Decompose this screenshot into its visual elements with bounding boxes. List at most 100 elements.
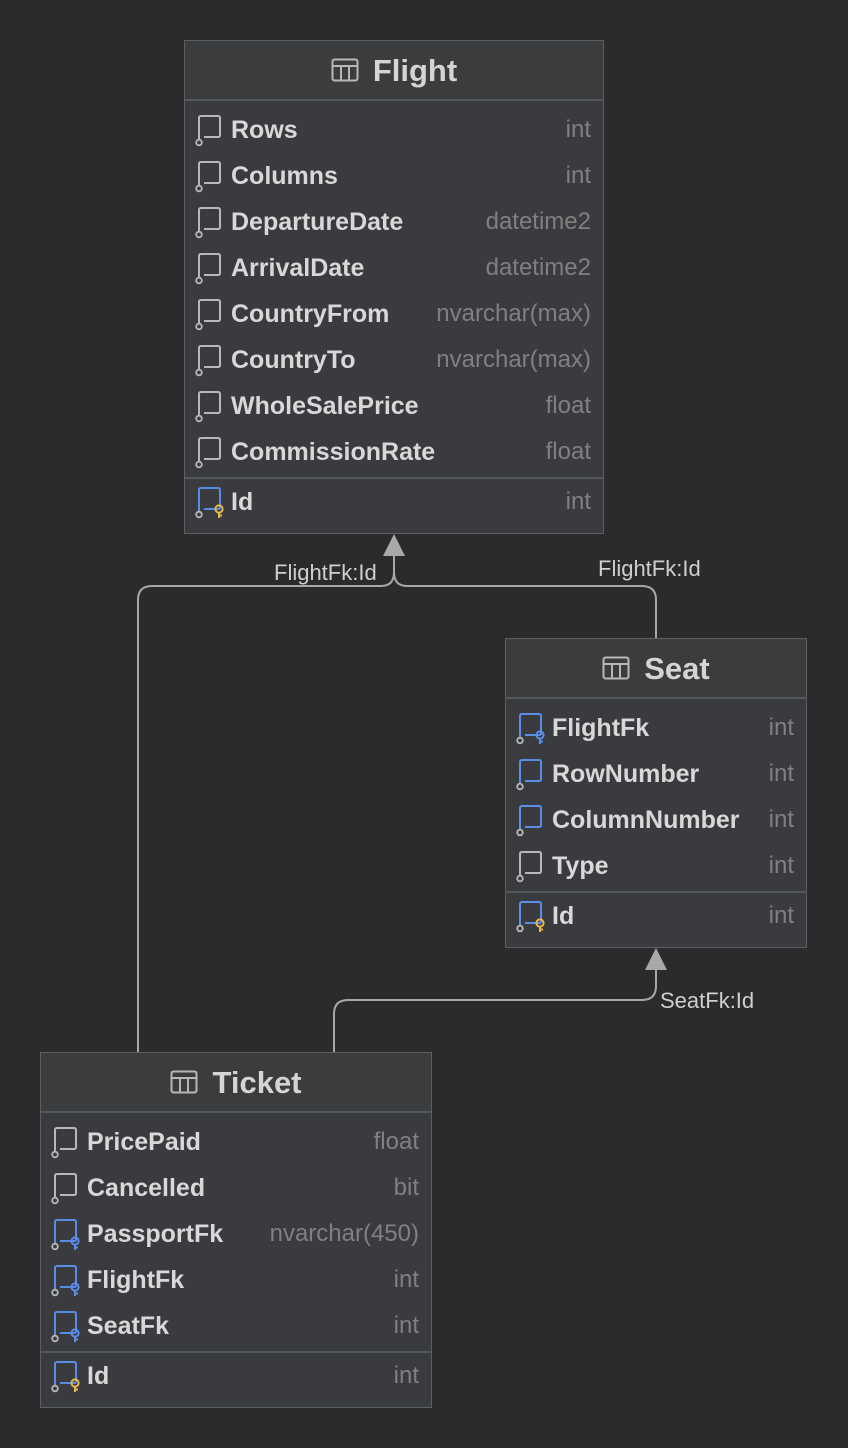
column-icon [193, 205, 225, 239]
primary-key-icon [193, 485, 225, 519]
primary-key-icon [49, 1359, 81, 1393]
field-row[interactable]: FlightFk int [506, 705, 806, 751]
entity-title: Flight [372, 52, 458, 88]
foreign-key-icon [514, 711, 546, 745]
field-name: CommissionRate [231, 437, 436, 466]
field-name: RowNumber [552, 759, 700, 788]
field-type: nvarchar(max) [436, 346, 591, 373]
field-type: int [393, 1312, 419, 1339]
field-type: int [393, 1362, 419, 1389]
field-type: int [768, 852, 794, 879]
field-type: int [768, 806, 794, 833]
relation-label-ticket-seat: SeatFk:Id [660, 988, 754, 1013]
entity-header[interactable]: Ticket [41, 1053, 431, 1113]
primary-key-icon [514, 899, 546, 933]
column-icon [193, 251, 225, 285]
field-row[interactable]: FlightFk int [41, 1257, 431, 1303]
field-name: CountryTo [231, 345, 356, 374]
field-name: PassportFk [87, 1219, 224, 1248]
field-type: int [565, 116, 591, 143]
field-type: int [393, 1266, 419, 1293]
field-name: FlightFk [87, 1265, 185, 1294]
column-icon [49, 1171, 81, 1205]
field-type: bit [393, 1174, 419, 1201]
field-row[interactable]: WholeSalePrice float [185, 383, 603, 429]
field-name: DepartureDate [231, 207, 404, 236]
foreign-key-icon [49, 1309, 81, 1343]
field-name: Id [87, 1361, 110, 1390]
field-type: nvarchar(max) [436, 300, 591, 327]
relation-arrowhead-seat [645, 948, 667, 970]
field-name: Type [552, 851, 609, 880]
entity-title: Seat [644, 650, 710, 686]
field-row[interactable]: SeatFk int [41, 1303, 431, 1349]
field-type: int [565, 488, 591, 515]
column-icon [193, 435, 225, 469]
entity-header[interactable]: Flight [185, 41, 603, 101]
indexed-column-icon [514, 803, 546, 837]
field-name: Columns [231, 161, 338, 190]
field-row[interactable]: Id int [41, 1353, 431, 1399]
foreign-key-icon [49, 1263, 81, 1297]
field-type: float [545, 392, 591, 419]
field-row[interactable]: CommissionRate float [185, 429, 603, 475]
field-name: ArrivalDate [231, 253, 365, 282]
field-row[interactable]: Rows int [185, 107, 603, 153]
relation-line-ticket-seat[interactable] [333, 970, 657, 1052]
field-name: Id [552, 901, 575, 930]
relation-arrowhead-flight [383, 534, 405, 556]
column-icon [193, 297, 225, 331]
field-name: SeatFk [87, 1311, 169, 1340]
foreign-key-icon [49, 1217, 81, 1251]
entity-header[interactable]: Seat [506, 639, 806, 699]
relation-line-seat-flight[interactable] [393, 571, 657, 638]
column-icon [193, 343, 225, 377]
field-row[interactable]: ColumnNumber int [506, 797, 806, 843]
column-icon [193, 389, 225, 423]
column-icon [514, 849, 546, 883]
field-name: Rows [231, 115, 298, 144]
field-row[interactable]: Columns int [185, 153, 603, 199]
field-row[interactable]: Cancelled bit [41, 1165, 431, 1211]
table-icon [170, 1070, 198, 1094]
field-row[interactable]: CountryFrom nvarchar(max) [185, 291, 603, 337]
table-icon [331, 58, 359, 82]
entity-title: Ticket [212, 1064, 302, 1100]
field-type: nvarchar(450) [269, 1220, 419, 1247]
field-row[interactable]: RowNumber int [506, 751, 806, 797]
relation-label-seat-flight: FlightFk:Id [598, 556, 701, 581]
relation-label-ticket-flight: FlightFk:Id [274, 560, 377, 585]
column-icon [49, 1125, 81, 1159]
table-icon [602, 656, 630, 680]
primary-key-section: Id int [41, 1351, 431, 1403]
field-type: float [545, 438, 591, 465]
indexed-column-icon [514, 757, 546, 791]
field-name: Cancelled [87, 1173, 206, 1202]
field-type: int [768, 760, 794, 787]
field-row[interactable]: Type int [506, 843, 806, 889]
field-row[interactable]: DepartureDate datetime2 [185, 199, 603, 245]
relation-line-ticket-flight[interactable] [137, 556, 395, 1052]
field-row[interactable]: PassportFk nvarchar(450) [41, 1211, 431, 1257]
field-type: datetime2 [485, 208, 591, 235]
field-name: CountryFrom [231, 299, 390, 328]
column-icon [193, 113, 225, 147]
field-row[interactable]: CountryTo nvarchar(max) [185, 337, 603, 383]
field-type: int [565, 162, 591, 189]
field-name: FlightFk [552, 713, 650, 742]
field-type: int [768, 714, 794, 741]
field-name: WholeSalePrice [231, 391, 419, 420]
field-name: ColumnNumber [552, 805, 740, 834]
field-type: float [373, 1128, 419, 1155]
